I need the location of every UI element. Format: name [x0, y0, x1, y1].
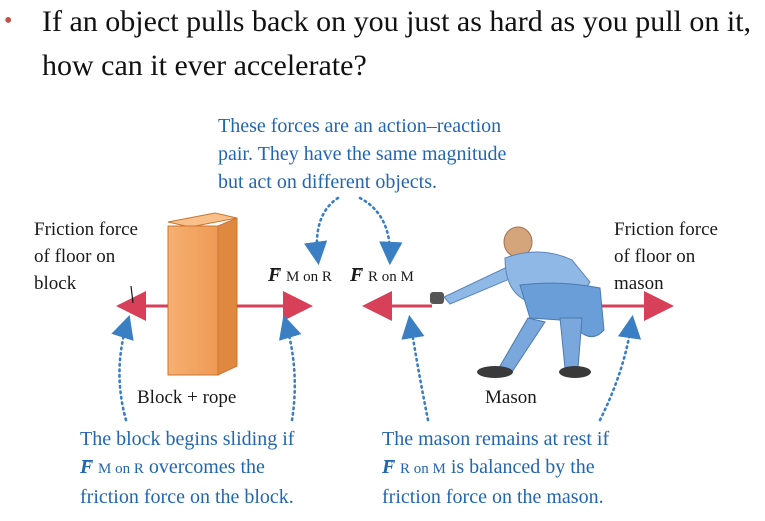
dotted-arrow-mason-note-force: [401, 314, 430, 422]
bullet-marker: •: [4, 8, 13, 34]
block-note: The block begins sliding if → F M on R o…: [80, 425, 380, 511]
vector-arrow-icon: →: [350, 261, 364, 276]
dotted-arrow-mason-note-friction: [598, 314, 642, 422]
friction-block-label-line-1: Friction force: [34, 219, 138, 240]
block-shape: [167, 212, 238, 376]
action-reaction-line-2: pair. They have the same magnitude: [218, 143, 507, 165]
friction-block-label-line-2: of floor on: [34, 246, 116, 267]
question-text: If an object pulls back on you just as h…: [42, 5, 752, 82]
dotted-arrow-note-to-frm: [358, 196, 403, 266]
mason-label: Mason: [485, 387, 537, 408]
force-m-on-r-label: → F M on R: [268, 261, 332, 291]
block-note-line-1: The block begins sliding if: [80, 428, 295, 450]
friction-block-label: Friction force of floor on block: [34, 216, 174, 297]
action-reaction-note: These forces are an action–reaction pair…: [218, 112, 578, 196]
friction-block-leader: [130, 285, 134, 304]
dotted-arrow-block-note-friction: [111, 315, 134, 422]
mason-note-line-2: → F R on M is balanced by the: [382, 453, 702, 483]
friction-mason-label-line-1: Friction force: [614, 219, 718, 240]
friction-block-label-line-3: block: [34, 273, 77, 294]
mason-note-line-1: The mason remains at rest if: [382, 428, 610, 450]
vector-f-rm: → F: [350, 261, 368, 286]
block-note-line-3: friction force on the block.: [80, 486, 294, 508]
action-reaction-line-1: These forces are an action–reaction: [218, 115, 502, 137]
force-r-on-m-label: → F R on M: [350, 261, 414, 291]
force-r-on-m-subscript: R on M: [367, 269, 414, 285]
mason-note: The mason remains at rest if → F R on M …: [382, 425, 702, 511]
mason-note-line-3: friction force on the mason.: [382, 486, 604, 508]
friction-mason-label-line-2: of floor on: [614, 246, 696, 267]
friction-mason-label: Friction force of floor on mason: [614, 216, 754, 297]
mason-figure: [430, 226, 605, 378]
vector-arrow-icon: →: [80, 453, 94, 468]
friction-mason-label-line-3: mason: [614, 273, 664, 294]
vector-arrow-icon: →: [268, 261, 282, 276]
vector-f-mr: → F: [268, 261, 286, 286]
dotted-arrow-note-to-fmr: [304, 196, 340, 266]
block-label: Block + rope: [137, 387, 237, 408]
action-reaction-line-3: but act on different objects.: [218, 171, 438, 193]
force-m-on-r-subscript: M on R: [285, 269, 332, 285]
block-note-line-2: → F M on R overcomes the: [80, 453, 380, 483]
dotted-arrow-block-note-force: [279, 315, 302, 422]
vector-arrow-icon: →: [382, 453, 396, 468]
